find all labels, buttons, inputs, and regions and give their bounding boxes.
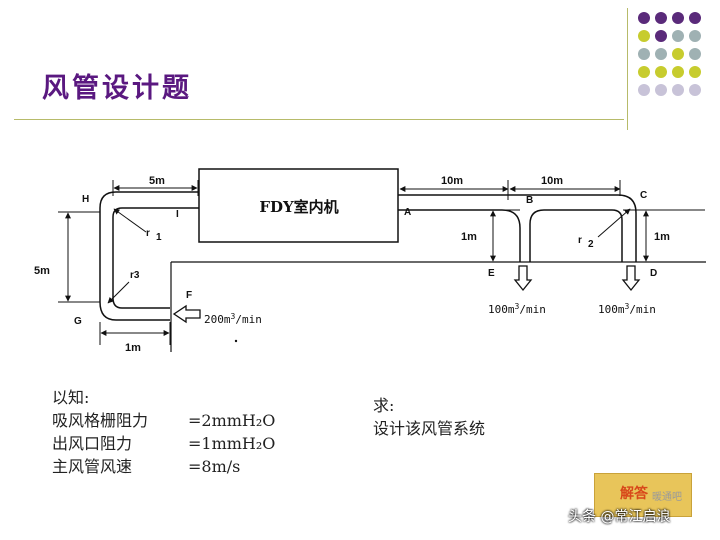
dim-hg: 5m [34,265,50,277]
radius-r1: r [146,228,150,239]
radius-r2: r [578,235,582,246]
decorative-dot [655,12,667,24]
given-row: 出风口阻力=1mmH₂O [52,434,276,453]
watermark: 头条 @常江启浪 [568,509,671,525]
required-section: 求: 设计该风管系统 [373,394,485,440]
decorative-dot [689,84,701,96]
decorative-dot [689,66,701,78]
given-row: 吸风格栅阻力=2mmH₂O [52,411,276,430]
point-b: B [526,195,533,206]
dim-hi: 5m [149,175,165,187]
given-section: 以知: 吸风格栅阻力=2mmH₂O 出风口阻力=1mmH₂O 主风管风速=8m/… [52,386,276,478]
decorative-dot [672,66,684,78]
decorative-dot [672,84,684,96]
required-heading: 求: [373,396,395,415]
decorative-dot [638,84,650,96]
dim-bc: 10m [541,175,563,187]
required-text: 设计该风管系统 [373,419,486,438]
watermark-faint: 暖通吧 [652,492,682,503]
inlet-arrow-f [172,304,201,324]
point-g: G [74,316,82,327]
duct-diagram: FDY室内机 5m 10m 10m 5m 1m 1m 1m r 1 r3 [34,168,706,354]
dim-ab: 10m [441,175,463,187]
point-c: C [640,190,647,201]
decorative-dot [655,48,667,60]
radius-r1-sub: 1 [156,232,162,243]
page-title: 风管设计题 [42,73,192,104]
indoor-unit-box [198,168,399,243]
flow-outlet-e: 100m3/min [488,302,546,316]
decorative-dot [638,12,650,24]
decorative-dot [638,66,650,78]
dim-cd: 1m [654,231,670,243]
flow-inlet: 200m3/min [204,312,262,326]
decorative-dot [689,12,701,24]
flow-outlet-d: 100m3/min [598,302,656,316]
decorative-dot [689,48,701,60]
point-f: F [186,290,192,301]
decorative-dot [638,48,650,60]
given-heading: 以知: [52,388,90,407]
decorative-dot [638,30,650,42]
radius-r3: r3 [130,270,140,281]
outlet-arrow-d [621,265,641,292]
point-d: D [650,268,657,279]
decorative-dot [689,30,701,42]
point-h: H [82,194,89,205]
outlet-arrow-e [513,265,533,292]
decorative-dot [655,84,667,96]
point-i: I [176,209,179,220]
answer-button-label[interactable]: 解答 [620,486,648,502]
point-a: A [404,207,411,218]
vertical-rule [627,8,628,130]
given-row: 主风管风速=8m/s [52,457,241,476]
decorative-dot [655,66,667,78]
decorative-dot [655,30,667,42]
indoor-unit-label: FDY室内机 [259,198,338,216]
answer-button[interactable] [594,473,692,517]
dim-gf: 1m [125,342,141,354]
point-e: E [488,268,495,279]
dim-be: 1m [461,231,477,243]
horizontal-rule [14,119,624,120]
decorative-dot [672,48,684,60]
radius-r2-sub: 2 [588,239,594,250]
decorative-dot [672,12,684,24]
decorative-dot [672,30,684,42]
